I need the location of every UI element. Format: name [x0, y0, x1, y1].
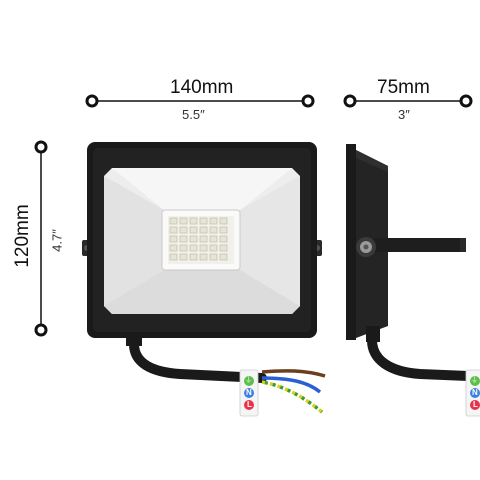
depth-in-label: 3″	[398, 107, 410, 122]
side-earth-symbol: ⏚	[471, 377, 478, 384]
front-neutral-symbol: N	[246, 388, 252, 397]
depth-dimension-line	[343, 94, 473, 108]
width-dimension-line	[85, 94, 315, 108]
front-live-symbol: L	[247, 400, 252, 409]
side-view-cable	[367, 335, 473, 381]
height-dimension-line	[34, 140, 48, 337]
led-array	[169, 217, 228, 261]
front-terminal-label	[239, 369, 259, 417]
width-mm-label: 140mm	[170, 77, 234, 98]
front-view-floodlight	[82, 142, 322, 346]
side-view-floodlight	[346, 144, 466, 342]
depth-mm-label: 75mm	[377, 77, 430, 98]
width-in-label: 5.5″	[182, 107, 205, 122]
side-live-symbol: L	[473, 400, 478, 409]
side-terminal-label	[465, 369, 480, 417]
front-earth-symbol: ⏚	[245, 377, 252, 384]
front-view-cable	[129, 339, 326, 414]
side-neutral-symbol: N	[472, 388, 478, 397]
